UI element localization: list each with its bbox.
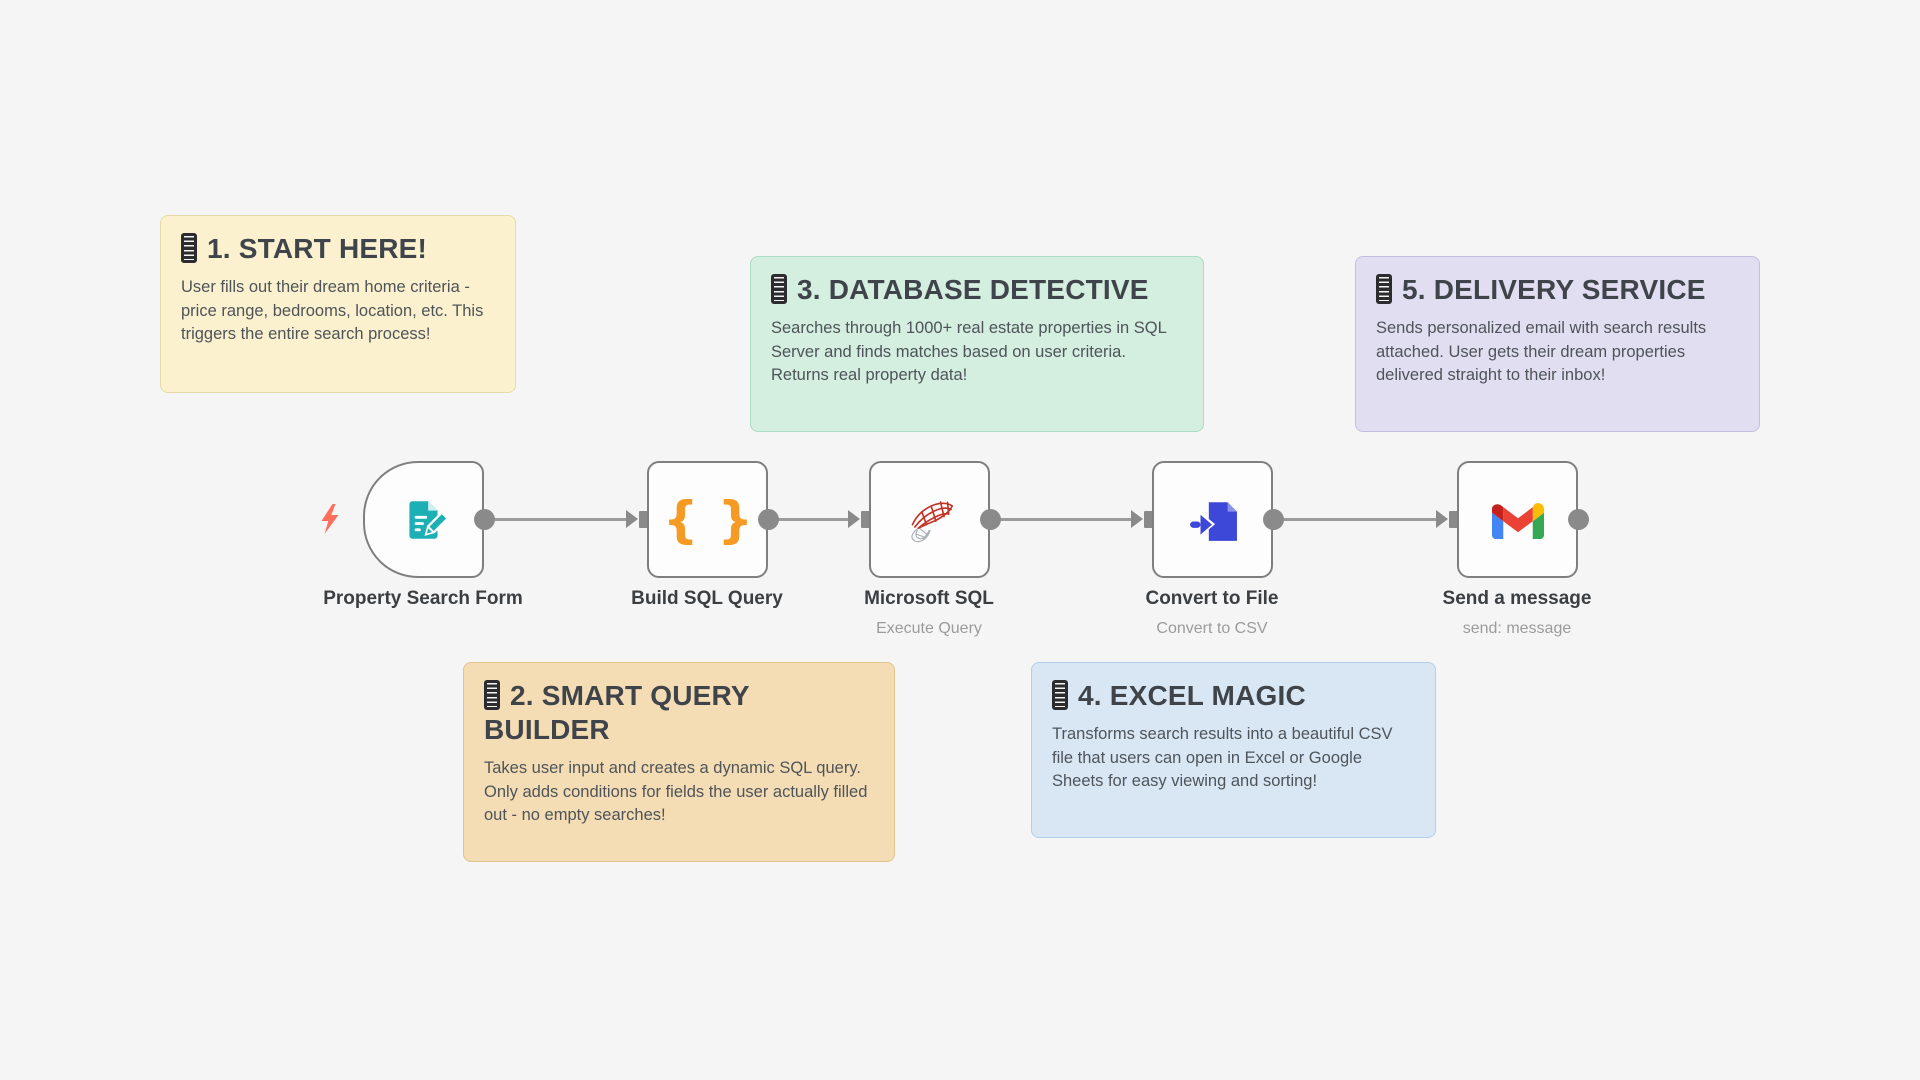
connection-edge[interactable]: [996, 518, 1137, 521]
missing-emoji-icon: [1376, 274, 1392, 304]
node-label: Microsoft SQL: [864, 588, 994, 609]
sticky-note-body: Takes user input and creates a dynamic S…: [484, 759, 868, 824]
output-port[interactable]: [1568, 509, 1589, 530]
node-label: Build SQL Query: [631, 588, 783, 609]
sticky-note-title: 5. DELIVERY SERVICE: [1376, 273, 1739, 307]
output-port[interactable]: [758, 509, 779, 530]
missing-emoji-icon: [484, 680, 500, 710]
lightning-bolt-icon: [317, 504, 341, 539]
form-edit-icon: [408, 500, 448, 539]
sticky-note-body: User fills out their dream home criteria…: [181, 278, 484, 343]
node-send-a-message[interactable]: [1457, 461, 1578, 578]
code-braces-icon: { }: [662, 490, 761, 549]
sticky-note-delivery-service[interactable]: 5. DELIVERY SERVICE Sends personalized e…: [1355, 256, 1760, 432]
node-label: Property Search Form: [323, 588, 523, 609]
missing-emoji-icon: [181, 233, 197, 263]
node-subtitle: Execute Query: [876, 620, 982, 637]
connection-edge[interactable]: [1279, 518, 1442, 521]
connection-edge[interactable]: [774, 518, 854, 521]
node-label: Send a message: [1442, 588, 1592, 609]
gmail-icon: [1491, 503, 1544, 539]
node-label: Convert to File: [1145, 588, 1279, 609]
sticky-note-title: 4. EXCEL MAGIC: [1052, 679, 1415, 713]
sticky-note-title-text: 2. SMART QUERY BUILDER: [484, 680, 750, 745]
node-subtitle: Convert to CSV: [1156, 620, 1268, 637]
node-subtitle: send: message: [1462, 620, 1572, 637]
sticky-note-smart-query-builder[interactable]: 2. SMART QUERY BUILDER Takes user input …: [463, 662, 895, 862]
sticky-note-title-text: 5. DELIVERY SERVICE: [1402, 274, 1706, 305]
sticky-note-title-text: 4. EXCEL MAGIC: [1078, 680, 1306, 711]
sticky-note-title: 2. SMART QUERY BUILDER: [484, 679, 874, 747]
sticky-note-excel-magic[interactable]: 4. EXCEL MAGIC Transforms search results…: [1031, 662, 1436, 838]
node-microsoft-sql[interactable]: [869, 461, 990, 578]
sticky-note-body: Sends personalized email with search res…: [1376, 319, 1707, 384]
sticky-note-title: 1. START HERE!: [181, 232, 495, 266]
node-property-search-form[interactable]: [363, 461, 484, 578]
sticky-note-title-text: 1. START HERE!: [207, 233, 428, 264]
input-port-arrow-icon: [1436, 510, 1448, 528]
connection-edge[interactable]: [490, 518, 632, 521]
output-port[interactable]: [980, 509, 1001, 530]
sticky-note-title: 3. DATABASE DETECTIVE: [771, 273, 1183, 307]
missing-emoji-icon: [1052, 680, 1068, 710]
sticky-note-body: Transforms search results into a beautif…: [1052, 725, 1393, 790]
sticky-note-start-here[interactable]: 1. START HERE! User fills out their drea…: [160, 215, 516, 393]
file-import-icon: [1189, 501, 1237, 541]
output-port[interactable]: [1263, 509, 1284, 530]
input-port-arrow-icon: [626, 510, 638, 528]
output-port[interactable]: [474, 509, 495, 530]
sticky-note-body: Searches through 1000+ real estate prope…: [771, 319, 1167, 384]
sticky-note-database-detective[interactable]: 3. DATABASE DETECTIVE Searches through 1…: [750, 256, 1204, 432]
input-port-arrow-icon: [1131, 510, 1143, 528]
missing-emoji-icon: [771, 274, 787, 304]
node-build-sql-query[interactable]: { }: [647, 461, 768, 578]
mssql-server-icon: [910, 500, 953, 542]
sticky-note-title-text: 3. DATABASE DETECTIVE: [797, 274, 1149, 305]
node-convert-to-file[interactable]: [1152, 461, 1273, 578]
input-port-arrow-icon: [848, 510, 860, 528]
